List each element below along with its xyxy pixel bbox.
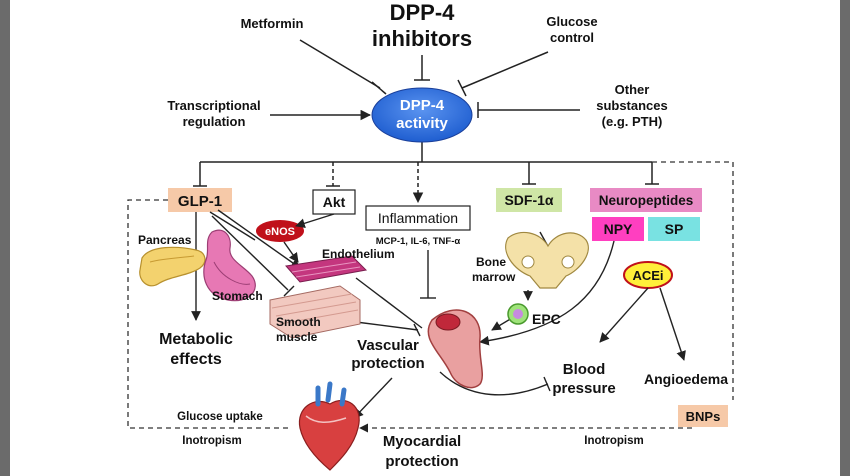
metabolic-label-line1: Metabolic [159, 331, 233, 348]
enos-oval [256, 220, 304, 242]
myocardial-label-line1: Myocardial [383, 433, 461, 450]
glp1-to-endothelium-arrow [217, 209, 301, 269]
title-line2: inhibitors [372, 26, 472, 51]
bnps-label: BNPs [686, 409, 721, 424]
inflammation-markers: MCP-1, IL-6, TNF-α [376, 236, 461, 247]
vascular-to-bp-bar [543, 376, 551, 392]
glucose-label-line2: control [550, 30, 594, 45]
vascular-label-line1: Vascular [357, 337, 419, 354]
pathway-arrows [191, 209, 686, 419]
blood-pressure-label-line1: Blood [563, 361, 606, 378]
left-side-bar [0, 0, 10, 476]
blood-pressure-label-line2: pressure [552, 380, 615, 397]
dashed-loop [127, 161, 734, 433]
bone-marrow-label-line1: Bone [476, 255, 506, 269]
endothelium-label: Endothelium [322, 247, 395, 261]
glucose-inhibit-line [461, 51, 549, 89]
smooth-muscle-illustration [269, 285, 361, 339]
vessel-illustration [427, 309, 483, 389]
glp1-label: GLP-1 [178, 193, 222, 210]
center-line1: DPP-4 [400, 97, 445, 114]
transcriptional-label-line2: regulation [183, 114, 246, 129]
epc-label: EPC [532, 311, 561, 327]
center-line2: activity [396, 115, 448, 132]
sp-label: SP [665, 221, 684, 237]
metformin-inhibit-line [299, 39, 381, 89]
vascular-label-line2: protection [351, 355, 424, 372]
pancreas-label: Pancreas [138, 233, 192, 247]
vascular-to-bp-line [439, 371, 549, 396]
bone-marrow-illustration [505, 231, 589, 289]
stomach-label: Stomach [212, 289, 263, 303]
akt-label: Akt [323, 194, 346, 210]
enos-to-endothelium-arrow [283, 241, 299, 263]
inotropism-right-label: Inotropism [584, 435, 643, 447]
akt-box [312, 189, 356, 215]
branch-lines [193, 142, 659, 204]
epc-cell-illustration [507, 303, 529, 325]
neuropeptides-label: Neuropeptides [599, 193, 694, 208]
glp1-to-enos-line [209, 211, 256, 241]
glucose-label-line1: Glucose [546, 14, 597, 29]
inotropism-left-label: Inotropism [182, 435, 241, 447]
metformin-inhibit-bar [371, 81, 387, 95]
bone-marrow-label-line2: marrow [472, 270, 516, 284]
other-label-line1: Other [615, 82, 650, 97]
glucose-uptake-label: Glucose uptake [177, 411, 263, 423]
acei-to-angioedema-arrow [659, 287, 686, 361]
glp1-to-muscle-line [211, 215, 289, 291]
npy-box [592, 217, 644, 241]
epc-to-vessel-arrow [491, 317, 513, 331]
bnps-box [678, 405, 728, 427]
npy-to-vessel-arrow [479, 240, 615, 346]
endothelium-to-vascular-line [355, 277, 423, 329]
right-side-bar [840, 0, 850, 476]
neuropeptides-box [590, 188, 702, 212]
endothelium-illustration [285, 255, 368, 283]
glp1-box [168, 188, 232, 212]
myocardial-label-line2: protection [385, 453, 458, 470]
dashed-left-path [127, 199, 290, 429]
pancreas-illustration [139, 246, 206, 287]
smooth-muscle-label-line1: Smooth [276, 315, 321, 329]
angioedema-label: Angioedema [644, 371, 728, 387]
akt-to-enos-arrow [295, 213, 335, 229]
metformin-label: Metformin [241, 16, 304, 31]
transcriptional-label-line1: Transcriptional [167, 98, 260, 113]
other-label-line3: (e.g. PTH) [602, 114, 663, 129]
metabolic-label-line2: effects [170, 351, 222, 368]
sdf1-label: SDF-1α [504, 192, 553, 208]
inflammation-box [365, 205, 471, 231]
inflammation-label: Inflammation [378, 210, 458, 226]
acei-to-bp-arrow [599, 287, 649, 343]
vascular-to-heart-arrow [353, 377, 393, 419]
dpp4-activity-oval [371, 87, 473, 143]
vascular-bar [413, 323, 421, 337]
muscle-to-vascular-line [355, 321, 419, 331]
smooth-muscle-label-line2: muscle [276, 330, 318, 344]
sp-box [648, 217, 700, 241]
regulator-lines [270, 39, 580, 121]
glp1-to-muscle-bar [283, 285, 295, 297]
heart-illustration [298, 381, 360, 471]
sdf1-box [496, 188, 562, 212]
dashed-right-path [652, 161, 734, 400]
npy-label: NPY [604, 221, 633, 237]
acei-label: ACEi [632, 268, 663, 283]
enos-label: eNOS [265, 226, 295, 238]
title-line1: DPP-4 [390, 0, 456, 25]
other-label-line2: substances [596, 98, 668, 113]
glucose-inhibit-bar [457, 79, 467, 97]
stomach-illustration [203, 229, 256, 302]
